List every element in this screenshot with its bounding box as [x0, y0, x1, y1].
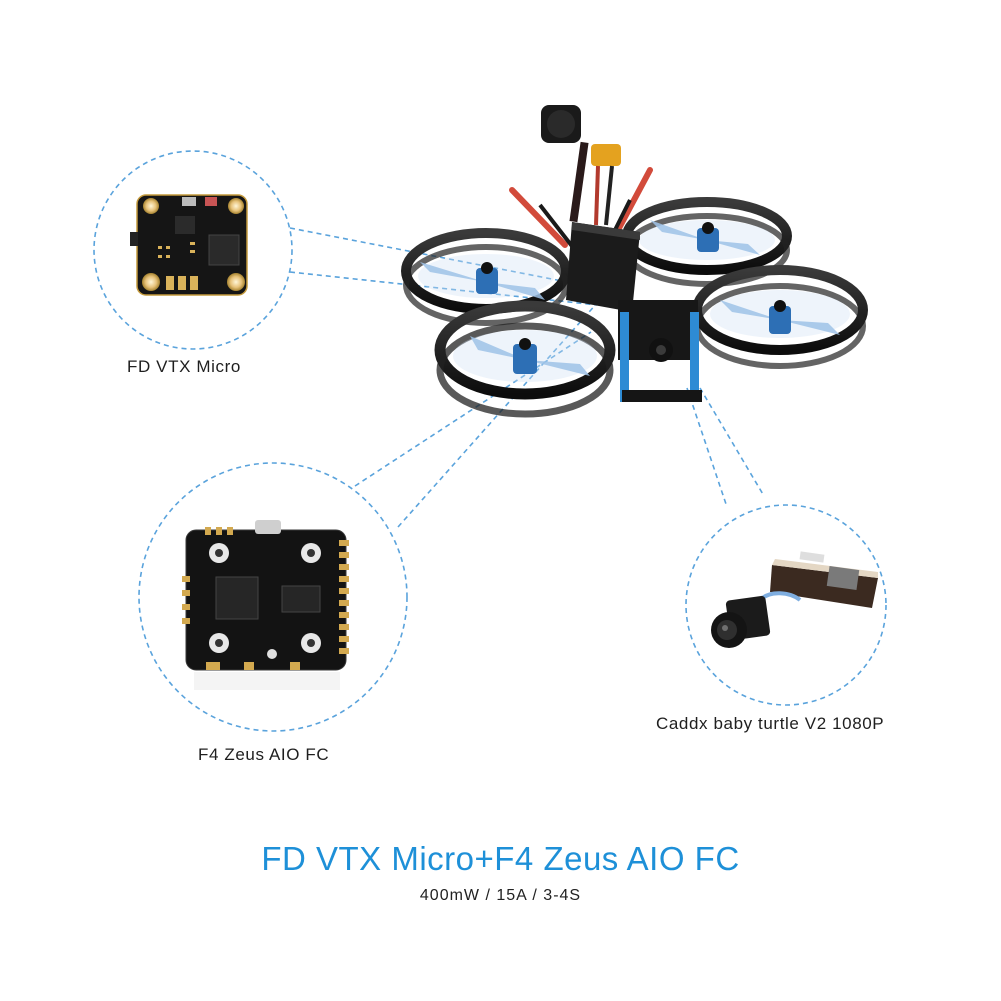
fc-label: F4 Zeus AIO FC	[198, 745, 330, 764]
camera-leader-left	[686, 387, 728, 508]
fc-callout-circle	[138, 462, 408, 732]
vtx-leader-bottom	[289, 271, 598, 306]
camera-module-image	[711, 551, 878, 648]
spec-subtitle: 400mW / 15A / 3-4S	[419, 887, 582, 904]
vtx-board-image	[130, 194, 248, 296]
vtx-callout-circle	[93, 150, 293, 350]
camera-callout-circle	[685, 504, 887, 706]
camera-label: Caddx baby turtle V2 1080P	[656, 714, 885, 733]
camera-leader-right	[699, 387, 765, 497]
headline-title: FD VTX Micro+F4 Zeus AIO FC	[261, 840, 740, 877]
callout-leaders	[289, 227, 765, 528]
vtx-label: FD VTX Micro	[127, 357, 241, 376]
fc-leader-left	[354, 331, 592, 487]
drone-image	[401, 105, 868, 418]
callout-circles	[93, 150, 887, 732]
vtx-leader-top	[289, 227, 599, 289]
fc-board-image	[182, 520, 349, 690]
